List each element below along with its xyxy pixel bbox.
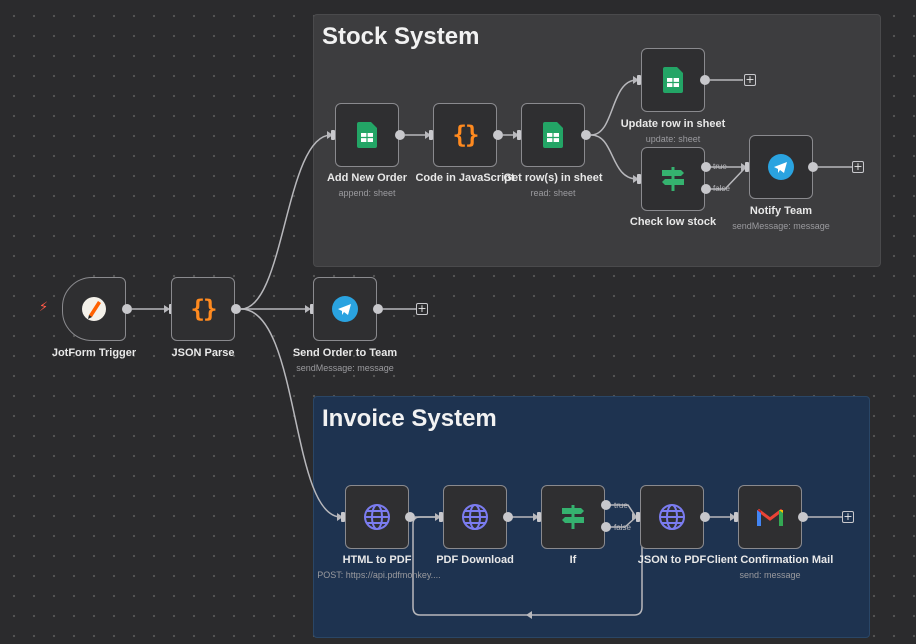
node-label: JSON Parse	[171, 347, 235, 359]
branch-label-false: false	[614, 523, 631, 532]
node-label: JotForm Trigger	[51, 347, 137, 359]
output-port[interactable]	[395, 130, 405, 140]
output-port[interactable]	[808, 162, 818, 172]
input-port[interactable]	[429, 130, 433, 140]
output-port[interactable]	[700, 75, 710, 85]
input-port[interactable]	[331, 130, 335, 140]
invoice-system-title: Invoice System	[322, 405, 497, 432]
node-if[interactable]	[541, 485, 605, 549]
input-port[interactable]	[637, 174, 641, 184]
node-html-to-pdf[interactable]	[345, 485, 409, 549]
input-port[interactable]	[537, 512, 541, 522]
node-check-low-stock[interactable]	[641, 147, 705, 211]
trigger-bolt-icon: ⚡	[39, 300, 49, 315]
node-label: Send Order to Team	[292, 347, 398, 359]
node-label: Add New Order	[326, 172, 408, 184]
node-label: Update row in sheet	[620, 118, 726, 130]
node-subtitle: read: sheet	[530, 188, 576, 198]
node-subtitle: sendMessage: message	[296, 363, 394, 373]
add-node-button[interactable]: +	[416, 302, 428, 315]
output-port[interactable]	[581, 130, 591, 140]
node-label: JSON to PDF	[637, 554, 707, 566]
if-signpost-icon	[662, 167, 684, 191]
telegram-icon	[332, 296, 358, 322]
jotform-pencil-icon	[82, 297, 106, 321]
input-port[interactable]	[637, 75, 641, 85]
stock-system-title: Stock System	[322, 23, 480, 50]
globe-icon	[364, 504, 390, 530]
input-port[interactable]	[517, 130, 521, 140]
node-code-in-javascript[interactable]: {}	[433, 103, 497, 167]
gmail-icon	[757, 508, 783, 526]
output-port-false[interactable]	[601, 522, 611, 532]
code-braces-icon: {}	[452, 121, 480, 149]
input-port[interactable]	[734, 512, 738, 522]
node-notify-team[interactable]	[749, 135, 813, 199]
output-port[interactable]	[493, 130, 503, 140]
node-add-new-order[interactable]	[335, 103, 399, 167]
input-port[interactable]	[745, 162, 749, 172]
output-port-true[interactable]	[601, 500, 611, 510]
node-update-row-in-sheet[interactable]	[641, 48, 705, 112]
node-client-confirmation-mail[interactable]	[738, 485, 802, 549]
node-label: If	[569, 554, 577, 566]
output-port[interactable]	[405, 512, 415, 522]
globe-icon	[659, 504, 685, 530]
branch-label-false: false	[713, 184, 730, 193]
output-port-false[interactable]	[701, 184, 711, 194]
output-port[interactable]	[798, 512, 808, 522]
input-port[interactable]	[341, 512, 345, 522]
code-braces-icon: {}	[190, 295, 218, 323]
output-port[interactable]	[122, 304, 132, 314]
node-label: Notify Team	[749, 205, 813, 217]
node-subtitle: update: sheet	[645, 134, 701, 144]
add-node-button[interactable]: +	[842, 510, 854, 523]
output-port[interactable]	[231, 304, 241, 314]
output-port[interactable]	[373, 304, 383, 314]
output-port[interactable]	[503, 512, 513, 522]
add-node-button[interactable]: +	[744, 73, 756, 86]
node-subtitle: send: message	[739, 570, 801, 580]
add-node-button[interactable]: +	[852, 160, 864, 173]
input-port[interactable]	[636, 512, 640, 522]
google-sheets-icon	[357, 122, 377, 148]
node-label: Client Confirmation Mail	[706, 554, 834, 566]
node-json-to-pdf[interactable]	[640, 485, 704, 549]
node-subtitle: append: sheet	[338, 188, 396, 198]
node-label: Code in JavaScript	[415, 172, 515, 184]
globe-icon	[462, 504, 488, 530]
node-pdf-download[interactable]	[443, 485, 507, 549]
google-sheets-icon	[663, 67, 683, 93]
node-jotform-trigger[interactable]	[62, 277, 126, 341]
node-subtitle: POST: https://api.pdfmonkey....	[317, 570, 441, 580]
branch-label-true: true	[713, 162, 727, 171]
output-port-true[interactable]	[701, 162, 711, 172]
node-label: Check low stock	[629, 216, 717, 228]
google-sheets-icon	[543, 122, 563, 148]
node-json-parse[interactable]: {}	[171, 277, 235, 341]
node-send-order-to-team[interactable]	[313, 277, 377, 341]
output-port[interactable]	[700, 512, 710, 522]
input-port[interactable]	[439, 512, 443, 522]
node-label: Get row(s) in sheet	[503, 172, 603, 184]
input-port[interactable]	[310, 304, 314, 314]
telegram-icon	[768, 154, 794, 180]
branch-label-true: true	[614, 501, 628, 510]
node-subtitle: sendMessage: message	[732, 221, 830, 231]
node-label: HTML to PDF	[342, 554, 412, 566]
node-label: PDF Download	[436, 554, 514, 566]
node-get-rows-in-sheet[interactable]	[521, 103, 585, 167]
if-signpost-icon	[562, 505, 584, 529]
